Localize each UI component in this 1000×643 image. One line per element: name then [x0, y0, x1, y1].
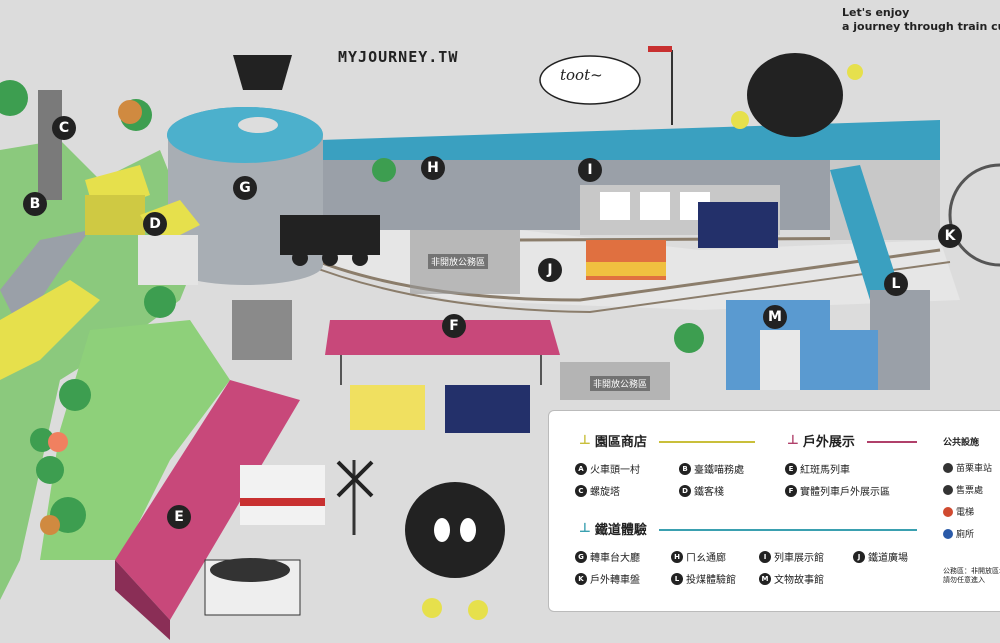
bus-stop-icon: [943, 462, 953, 473]
marker-f[interactable]: F: [442, 314, 466, 338]
legend-outdoor-title: ⊥ 戶外展示: [787, 433, 855, 450]
closed-area-label: 非開放公務區: [590, 376, 651, 391]
legend-shops-title: ⊥ 園區商店: [579, 433, 647, 450]
tagline-line1: Let's enjoy: [842, 6, 910, 19]
marker-b[interactable]: B: [23, 192, 47, 216]
legend-note: 公務區：非開放區域 請勿任意進入: [943, 567, 1000, 584]
restroom-icon: [943, 528, 953, 539]
shops-rule: [659, 441, 755, 443]
marker-h[interactable]: H: [421, 156, 445, 180]
outdoor-rule: [867, 441, 917, 443]
facilities-title: 公共設施: [943, 438, 980, 448]
pin-icon: ⊥: [787, 433, 799, 448]
marker-j[interactable]: J: [538, 258, 562, 282]
marker-c[interactable]: C: [52, 116, 76, 140]
marker-k[interactable]: K: [938, 224, 962, 248]
pin-icon: ⊥: [579, 433, 591, 448]
pin-icon: ⊥: [579, 521, 591, 536]
tagline: Let's enjoy a journey through train cult: [842, 6, 1000, 34]
marker-d[interactable]: D: [143, 212, 167, 236]
marker-g[interactable]: G: [233, 176, 257, 200]
marker-l[interactable]: L: [884, 272, 908, 296]
mascot-top-icon: [747, 53, 843, 137]
experience-rule: [659, 529, 917, 531]
mascot-coal-icon: [405, 482, 505, 578]
marker-i[interactable]: I: [578, 158, 602, 182]
ticket-icon: [943, 484, 953, 495]
watermark: MYJOURNEY.TW: [338, 48, 459, 66]
toot-text: toot~: [560, 66, 603, 84]
tagline-line2: a journey through train cult: [842, 20, 1000, 33]
facility-ticket: 售票處: [943, 483, 983, 496]
elevator-icon: [943, 506, 953, 517]
facility-restroom: 廁所: [943, 527, 974, 540]
legend-experience-title: ⊥ 鐵道體驗: [579, 521, 647, 538]
facility-station: 苗栗車站: [943, 461, 992, 474]
marker-e[interactable]: E: [167, 505, 191, 529]
marker-m[interactable]: M: [763, 305, 787, 329]
closed-area-label: 非開放公務區: [428, 254, 489, 269]
facility-elevator: 電梯: [943, 505, 974, 518]
